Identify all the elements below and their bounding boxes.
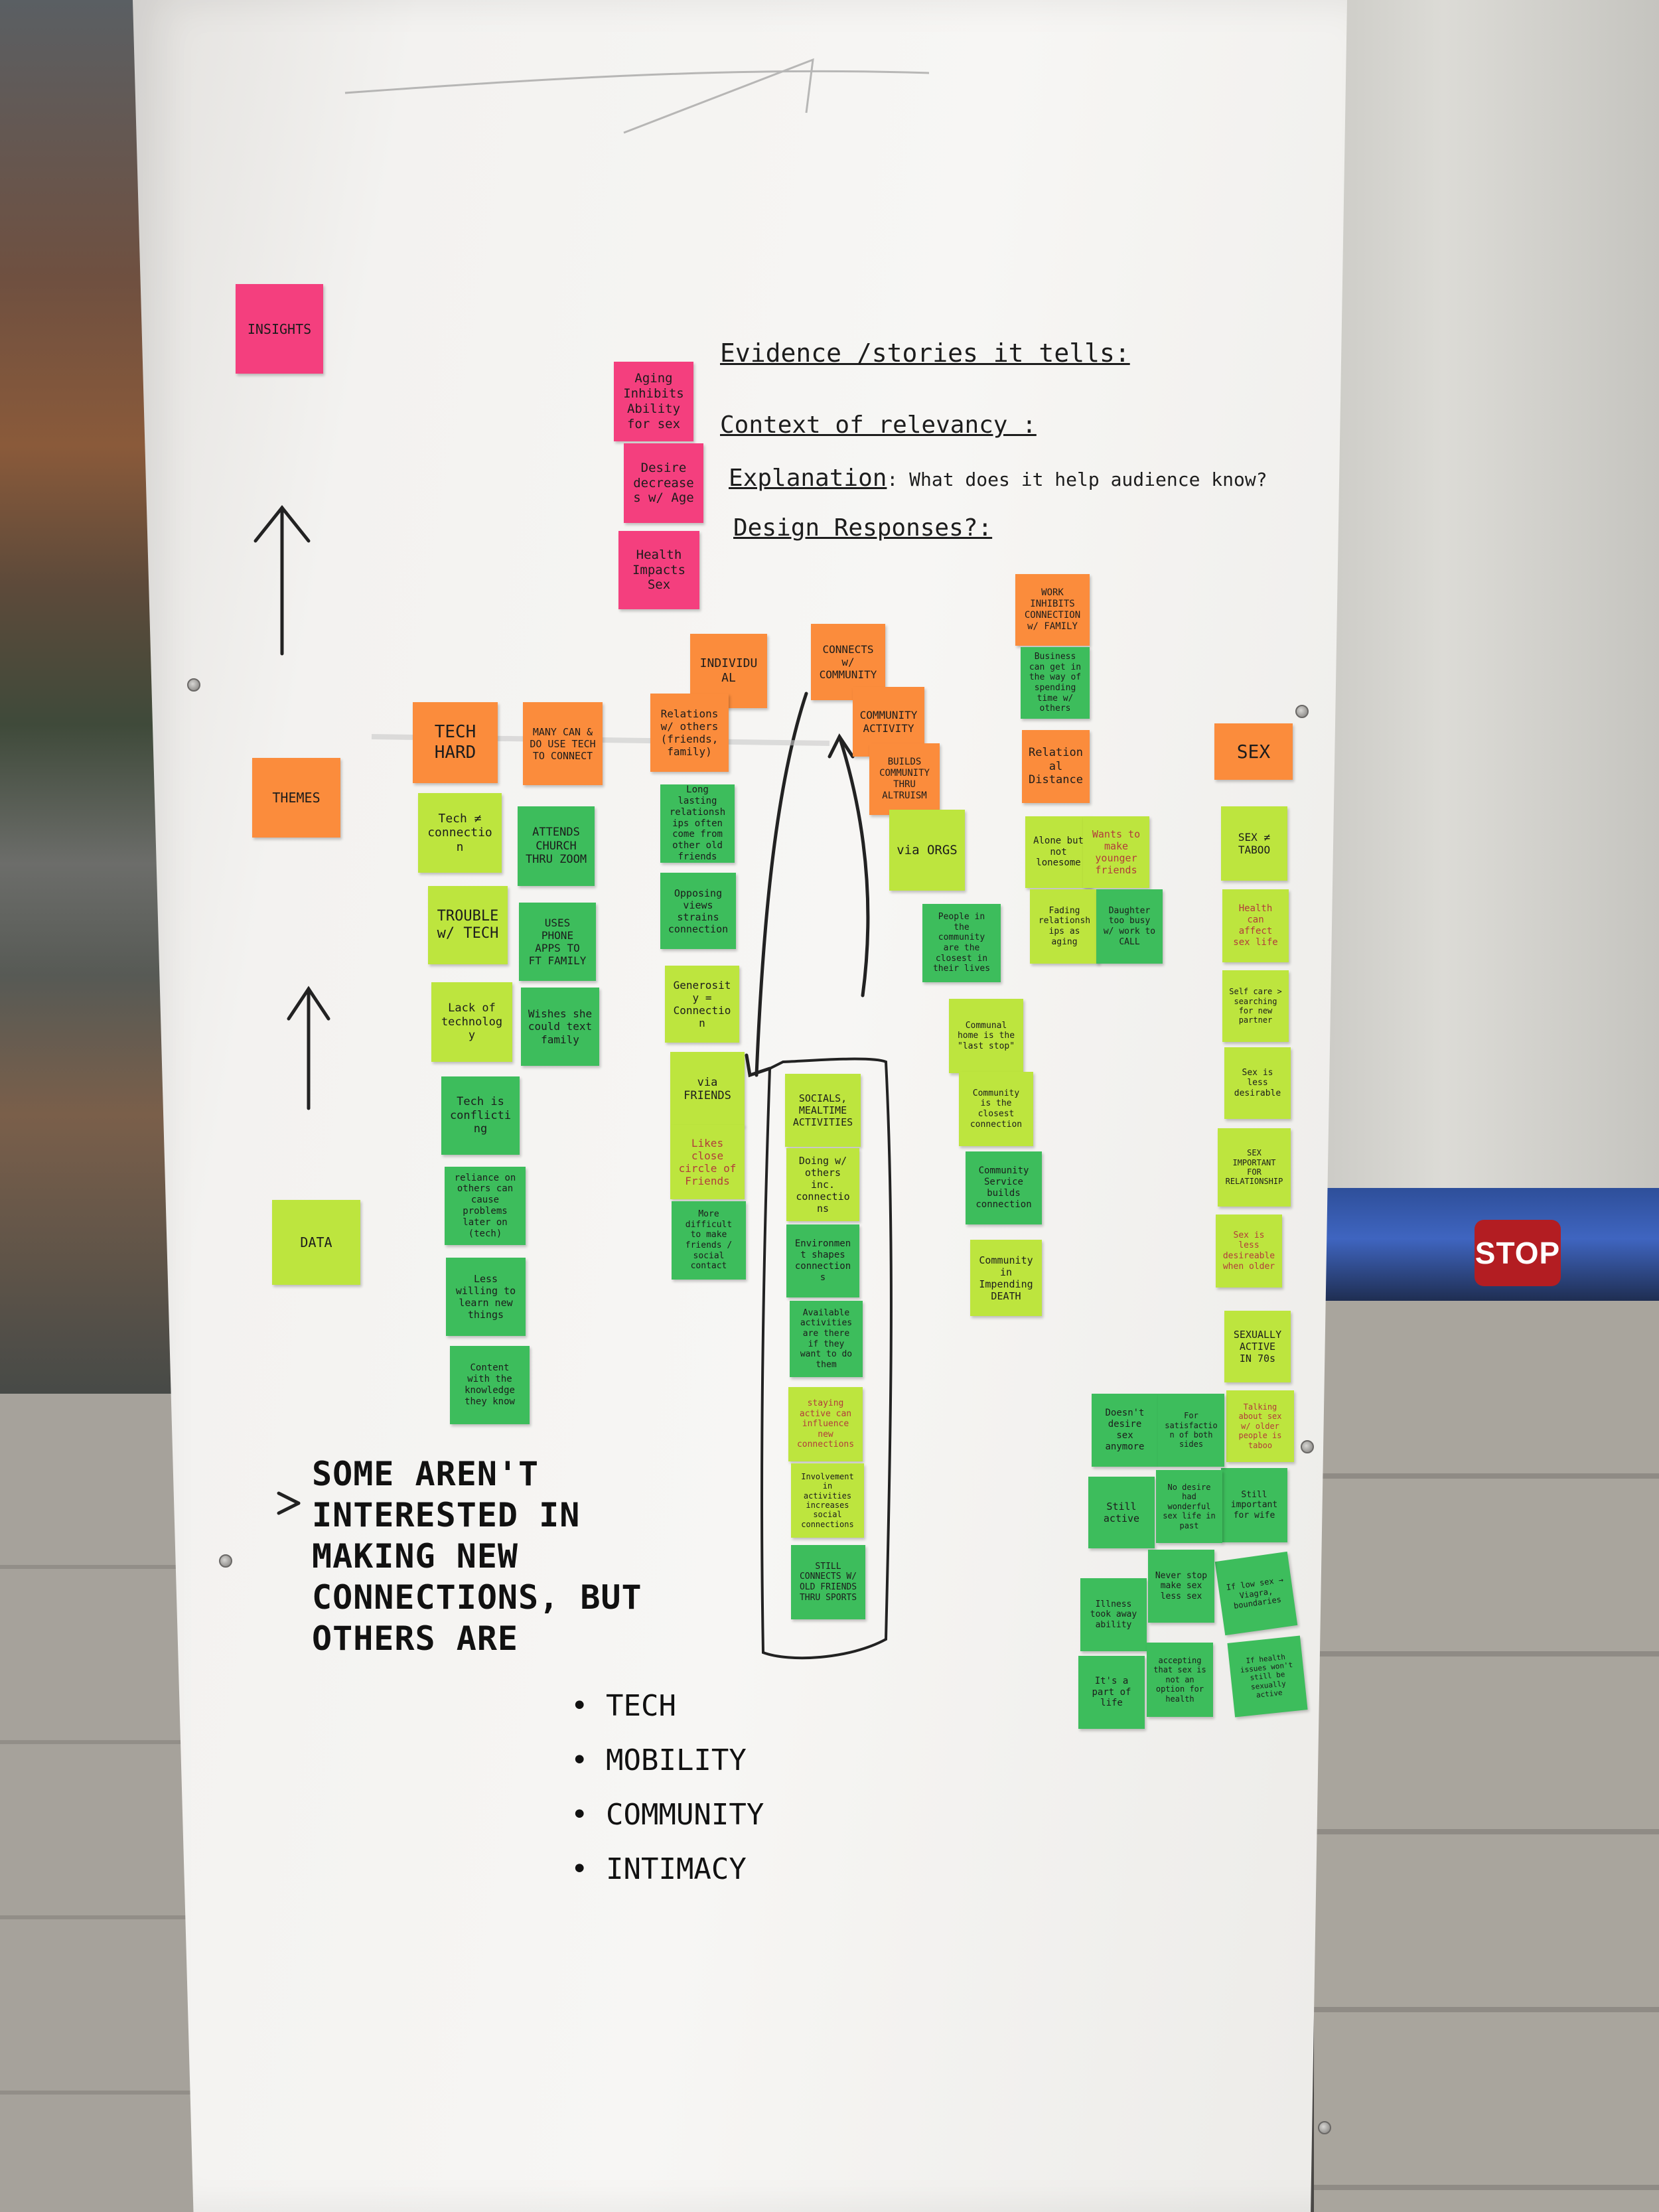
data-note: Business can get in the way of spending … [1021, 647, 1090, 719]
data-note: If health issues won't still be sexually… [1227, 1635, 1308, 1718]
summary-statement: SOME AREN'T INTERESTED IN MAKING NEW CON… [312, 1455, 642, 1658]
theme-note-relational-distance: Relational Distance [1022, 730, 1090, 803]
data-note: It's a part of life [1078, 1656, 1145, 1729]
design-heading: Design Responses?: [733, 514, 993, 542]
theme-note-connects-community: CONNECTS w/ COMMUNITY [811, 624, 885, 700]
data-note: TROUBLE w/ TECH [428, 886, 508, 964]
data-note: SEX IMPORTANT FOR RELATIONSHIP [1218, 1128, 1291, 1207]
explanation-heading: Explanation: What does it help audience … [729, 465, 1267, 492]
data-note: Community Service builds connection [966, 1151, 1042, 1224]
data-note: ATTENDS CHURCH THRU ZOOM [518, 806, 595, 886]
insight-note: Aging Inhibits Ability for sex [614, 362, 693, 441]
board-bolt [1301, 1440, 1314, 1453]
data-note: USES PHONE APPS TO FT FAMILY [519, 903, 596, 981]
data-note: SEX ≠ TABOO [1221, 806, 1287, 881]
data-note: Alone but not lonesome [1025, 816, 1092, 888]
data-note: SOCIALS, MEALTIME ACTIVITIES [785, 1074, 861, 1147]
data-note: accepting that sex is not an option for … [1147, 1643, 1213, 1717]
data-note: Health can affect sex life [1222, 889, 1289, 962]
data-note: Talking about sex w/ older people is tab… [1226, 1390, 1294, 1462]
data-note: Illness took away ability [1080, 1578, 1147, 1651]
data-note: Sex is less desirable [1224, 1047, 1291, 1119]
theme-note-work-inhibits: WORK INHIBITS CONNECTION w/ FAMILY [1015, 574, 1090, 646]
insight-note: Desire decreases w/ Age [624, 443, 703, 523]
theme-note-tech-hard: TECH HARD [413, 702, 498, 783]
bullet-tech: TECH [571, 1679, 849, 1733]
data-note: Content with the knowledge they know [450, 1346, 530, 1424]
stop-sign: STOP [1475, 1220, 1561, 1286]
themes-label-note: THEMES [252, 758, 340, 838]
right-concrete-wall [1314, 1301, 1659, 2212]
board-bolt [1295, 705, 1309, 718]
data-note: Opposing views strains connection [660, 873, 736, 949]
arrow-up-upper-head [253, 504, 311, 543]
arrow-right-curve [837, 735, 870, 997]
data-note: Less willing to learn new things [446, 1258, 526, 1336]
bracket-loop [760, 1057, 893, 1660]
data-note: Environment shapes connections [786, 1224, 859, 1297]
data-note: Available activities are there if they w… [790, 1301, 863, 1377]
insights-label-note: INSIGHTS [236, 284, 323, 374]
data-note: Generosity = Connection [665, 966, 739, 1043]
data-note: Still active [1088, 1477, 1155, 1548]
data-note: Likes close circle of Friends [670, 1125, 745, 1199]
arrow-up-lower-head [287, 986, 330, 1021]
data-note: Daughter too busy w/ work to CALL [1096, 889, 1163, 964]
explanation-question: : What does it help audience know? [887, 469, 1267, 490]
data-note: Long lasting relationships often come fr… [660, 784, 735, 863]
data-note: reliance on others can cause problems la… [445, 1167, 526, 1245]
data-note: STILL CONNECTS W/ OLD FRIENDS THRU SPORT… [791, 1545, 865, 1619]
evidence-heading: Evidence /stories it tells: [720, 338, 1130, 368]
data-label-note: DATA [272, 1200, 360, 1285]
data-note: No desire had wonderful sex life in past [1156, 1470, 1222, 1543]
insight-note: Health Impacts Sex [618, 531, 699, 609]
theme-note-builds-community: BUILDS COMMUNITY THRU ALTRUISM [869, 743, 940, 815]
board-bolt [1318, 2121, 1331, 2134]
right-window-blind [1301, 0, 1659, 1188]
data-note: For satisfaction of both sides [1158, 1394, 1224, 1467]
data-note: Doing w/ others inc. connections [786, 1148, 859, 1221]
bullet-mobility: MOBILITY [571, 1733, 849, 1788]
bullet-community: COMMUNITY [571, 1788, 849, 1842]
data-note: Self care > searching for new partner [1222, 970, 1289, 1042]
data-note: Wants to make younger friends [1083, 816, 1149, 888]
data-note: More difficult to make friends / social … [672, 1201, 746, 1280]
theme-note-many-can: MANY CAN & DO USE TECH TO CONNECT [523, 702, 603, 785]
board-bolt [219, 1554, 232, 1568]
data-note: Lack of technology [431, 982, 512, 1062]
data-note: Never stop make sex less sex [1148, 1550, 1214, 1623]
context-heading: Context of relevancy : [720, 411, 1037, 439]
board-bolt [187, 678, 200, 692]
explanation-label: Explanation [729, 465, 887, 492]
data-note: If low sex → Viagra, boundaries [1214, 1551, 1298, 1636]
bullet-intimacy: INTIMACY [571, 1842, 849, 1897]
data-note: Wishes she could text family [521, 988, 599, 1066]
data-note: Community is the closest connection [959, 1072, 1033, 1146]
data-note: via FRIENDS [670, 1052, 745, 1126]
data-note: SEXUALLY ACTIVE IN 70s [1224, 1311, 1291, 1382]
theme-note-sex: SEX [1214, 723, 1293, 780]
data-note: Community in Impending DEATH [970, 1240, 1042, 1316]
data-note: Communal home is the "last stop" [949, 999, 1023, 1073]
data-note: Tech ≠ connection [418, 793, 502, 873]
data-note: People in the community are the closest … [922, 904, 1001, 982]
data-note: Doesn't desire sex anymore [1092, 1394, 1158, 1467]
data-note: Involvement in activities increases soci… [791, 1463, 864, 1538]
data-note: Still important for wife [1221, 1468, 1287, 1542]
data-note: Tech is conflicting [441, 1076, 520, 1155]
data-note: Fading relationships as aging [1030, 889, 1099, 964]
summary-bullets: TECH MOBILITY COMMUNITY INTIMACY [571, 1679, 849, 1897]
data-note: via ORGS [889, 810, 965, 891]
data-note: Sex is less desireable when older [1216, 1215, 1282, 1288]
theme-note-relations: Relations w/ others (friends, family) [650, 694, 729, 772]
arrow-left-curve [755, 692, 808, 1077]
data-note: staying active can influence new connect… [788, 1387, 863, 1461]
